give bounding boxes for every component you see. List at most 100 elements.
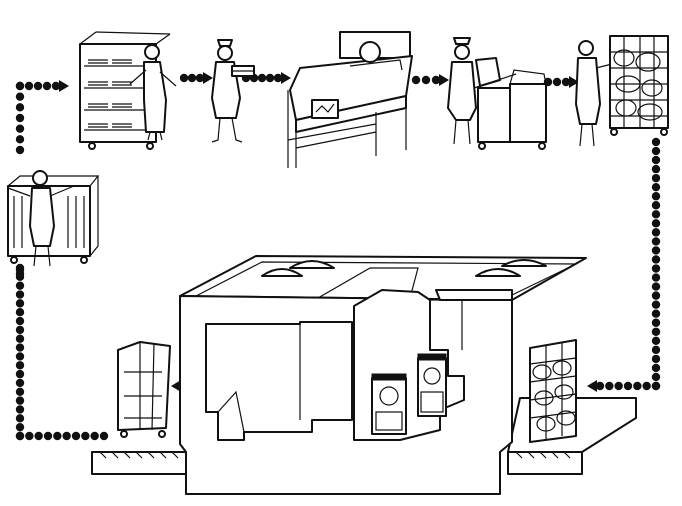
flow-dot	[651, 173, 661, 183]
laundry-building-icon	[91, 255, 637, 495]
flow-dot	[99, 431, 109, 441]
flow-dot	[431, 75, 441, 85]
flow-dot	[42, 81, 52, 91]
flow-dot	[15, 414, 25, 423]
flow-arrow-icon	[569, 76, 579, 88]
flow-dot	[15, 334, 25, 343]
flow-dot	[651, 372, 661, 382]
flow-dot	[651, 327, 661, 336]
flow-dot	[15, 396, 25, 405]
flow-dot	[651, 137, 661, 147]
flow-dot	[633, 381, 642, 391]
flow-dot	[15, 352, 25, 361]
flow-dot	[43, 431, 53, 441]
worker-with-laundry-cage-icon	[575, 35, 669, 147]
flow-dot	[15, 343, 25, 352]
flow-dot	[651, 381, 661, 391]
flow-dot	[421, 75, 431, 85]
flow-dot	[15, 387, 25, 396]
flow-arrow-icon	[171, 380, 181, 392]
flow-dot	[651, 264, 661, 273]
flow-dot	[651, 246, 661, 255]
flow-dot	[651, 219, 661, 228]
flow-dot	[33, 81, 43, 91]
flow-dot	[595, 381, 605, 391]
flow-dot	[15, 422, 25, 432]
flow-dot	[651, 336, 661, 346]
flow-dot	[62, 431, 71, 441]
flow-dot	[15, 135, 25, 144]
washing-machine-icon	[417, 353, 447, 417]
flow-dot	[195, 73, 205, 83]
flow-dot	[15, 308, 25, 317]
flow-dot	[651, 182, 661, 192]
flow-dot	[15, 361, 25, 370]
flow-dot	[15, 81, 25, 91]
flow-dot	[651, 192, 661, 201]
flow-dot	[15, 378, 25, 388]
flow-dot	[81, 431, 90, 441]
flow-arrow-icon	[281, 72, 291, 84]
flow-dot	[15, 431, 25, 441]
flow-dot	[15, 405, 25, 414]
worker-restocking-cupboard-icon	[7, 170, 100, 267]
flow-arrow-icon	[439, 74, 449, 86]
flow-dot	[614, 381, 623, 391]
clean-linen-trolley-icon	[117, 341, 171, 438]
flow-dot	[651, 300, 661, 309]
flow-dot	[15, 290, 25, 299]
flow-arrow-icon	[587, 380, 597, 392]
flow-dot	[25, 431, 34, 441]
flow-dot	[651, 273, 661, 282]
flow-dot	[15, 113, 25, 123]
flow-dot	[257, 73, 267, 83]
flow-dot	[642, 381, 651, 391]
flow-dot	[71, 431, 81, 441]
flow-dot	[605, 381, 614, 391]
flow-dot	[15, 124, 25, 133]
flow-dot	[15, 145, 25, 155]
flow-dot	[651, 282, 661, 291]
flow-dot	[24, 81, 34, 91]
flow-dot	[53, 431, 62, 441]
flow-dot	[15, 103, 25, 112]
flow-dot	[561, 77, 571, 87]
flow-dot	[651, 146, 661, 156]
flow-dot	[651, 363, 661, 373]
flow-dot	[623, 381, 633, 391]
flow-path	[15, 72, 661, 441]
flow-dot	[651, 255, 661, 264]
flow-dot	[651, 354, 661, 364]
flow-dot	[651, 237, 661, 246]
flow-dot	[651, 309, 661, 318]
nurse-bagging-linen-icon	[447, 37, 547, 150]
flow-dot	[34, 431, 43, 441]
patient-bed-icon	[287, 31, 413, 168]
flow-dot	[179, 73, 189, 83]
laundry-cage-icon	[529, 339, 577, 443]
flow-dot	[273, 73, 283, 83]
flow-dot	[187, 73, 197, 83]
flow-dot	[15, 281, 25, 290]
flow-dot	[15, 92, 25, 101]
flow-dot	[651, 155, 661, 165]
flow-dot	[651, 201, 661, 210]
flow-dot	[651, 345, 661, 355]
flow-dot	[651, 291, 661, 300]
flow-dot	[265, 73, 275, 83]
flow-dot	[651, 164, 661, 174]
flow-arrow-icon	[59, 80, 69, 92]
flow-dot	[651, 210, 661, 219]
flow-dot	[15, 325, 25, 335]
flow-dot	[15, 299, 25, 308]
flow-dot	[90, 431, 99, 441]
flow-arrow-icon	[203, 72, 213, 84]
washing-machine-icon	[371, 373, 407, 435]
flow-dot	[15, 269, 25, 279]
flow-dot	[651, 318, 661, 327]
nurse-at-linen-cupboard-icon	[79, 31, 177, 150]
flow-dot	[651, 228, 661, 237]
nurse-carrying-linen-icon	[211, 39, 255, 143]
flow-dot	[15, 369, 25, 379]
